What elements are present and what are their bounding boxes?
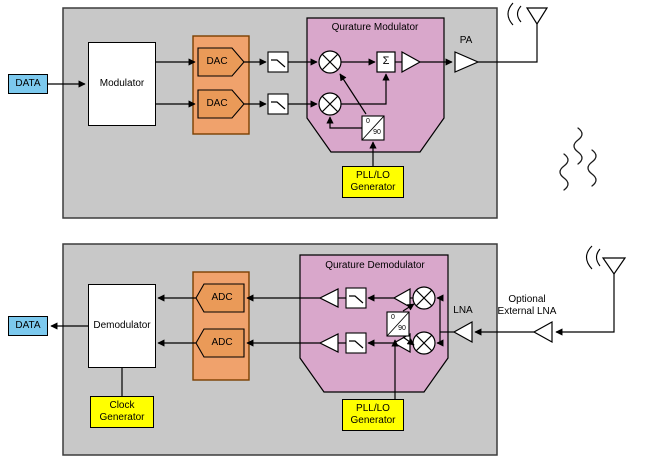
rx-mixer-q-cross bbox=[415, 334, 433, 352]
tx-filter2-lowpass-icon bbox=[271, 101, 286, 110]
rx-adc1-label: ADC bbox=[211, 292, 233, 303]
rx-quadrature-demodulator-title: Qurature Demodulator bbox=[325, 259, 425, 271]
tx-phase-0-label: 0 bbox=[366, 117, 370, 125]
tx-filter2-box bbox=[267, 93, 289, 115]
rx-phase-0-label: 0 bbox=[391, 313, 395, 321]
tx-modulator-box: Modulator bbox=[88, 42, 156, 126]
tx-dac1-label: DAC bbox=[206, 56, 228, 67]
rx-phase-divider bbox=[386, 311, 410, 337]
rx-signal-lines bbox=[50, 294, 534, 399]
rx-filter2-lowpass-icon bbox=[349, 340, 364, 349]
tx-dac2-shape bbox=[197, 89, 245, 119]
rx-adc2-shape bbox=[195, 328, 245, 358]
tx-summer-label: Σ bbox=[382, 55, 390, 68]
transmitter-diagram bbox=[48, 2, 549, 219]
tx-mixer-q-cross bbox=[321, 95, 339, 113]
radio-waves-icon bbox=[559, 127, 597, 191]
tx-filter1-lowpass-icon bbox=[271, 59, 286, 68]
rx-mixer-i-cross bbox=[415, 289, 433, 307]
tx-dac1-shape bbox=[197, 47, 245, 77]
rx-quadrature-demodulator-region bbox=[299, 254, 449, 393]
tx-signal-lines bbox=[48, 58, 453, 166]
rx-phase-90-label: 90 bbox=[398, 324, 406, 332]
tx-mixer-i-cross bbox=[321, 53, 339, 71]
rx-optional-external-lna-label: Optional External LNA bbox=[497, 294, 557, 317]
rx-filter2-box bbox=[345, 332, 367, 354]
rx-demodulator-box: Demodulator bbox=[88, 284, 156, 368]
rx-lna-amp-icon bbox=[452, 320, 473, 344]
rx-adc1-shape bbox=[195, 283, 245, 313]
rx-pll-generator-box: PLL/LO Generator bbox=[342, 399, 404, 431]
tx-quadrature-modulator-region bbox=[306, 17, 445, 153]
tx-pa-amp-icon bbox=[454, 51, 480, 73]
tx-filter1-box bbox=[267, 51, 289, 73]
tx-dac2-label: DAC bbox=[206, 98, 228, 109]
rx-filter1-box bbox=[345, 287, 367, 309]
tx-phase-divider bbox=[361, 115, 385, 141]
rx-adc2-label: ADC bbox=[211, 337, 233, 348]
tx-data-box: DATA bbox=[8, 74, 48, 94]
tx-phase-90-label: 90 bbox=[373, 128, 381, 136]
tx-antenna-icon bbox=[478, 2, 549, 63]
rx-data-box: DATA bbox=[8, 316, 48, 336]
rx-antenna-icon bbox=[555, 245, 627, 336]
rx-clock-generator-box: Clock Generator bbox=[90, 396, 154, 428]
tx-quadrature-modulator-title: Qurature Modulator bbox=[331, 21, 419, 33]
tx-pa-label: PA bbox=[459, 34, 473, 46]
tx-pll-generator-box: PLL/LO Generator bbox=[342, 166, 404, 198]
rx-lna-label: LNA bbox=[453, 304, 473, 316]
rx-external-lna-amp-icon bbox=[532, 320, 553, 344]
rx-filter1-lowpass-icon bbox=[349, 295, 364, 304]
